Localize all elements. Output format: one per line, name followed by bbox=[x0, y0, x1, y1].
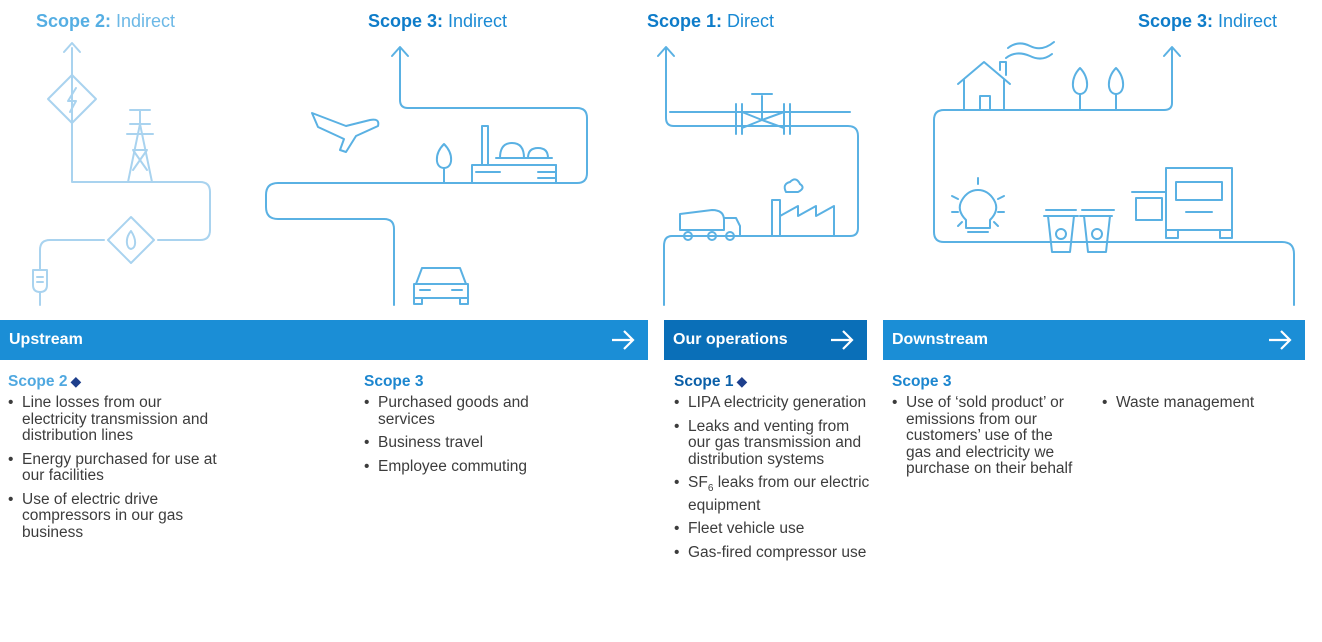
sf6-subscript: 6 bbox=[707, 483, 714, 495]
scope-type: Indirect bbox=[111, 11, 176, 31]
upstream-label: Upstream bbox=[9, 331, 83, 348]
car-icon bbox=[413, 267, 469, 305]
scope-3-indirect-upstream-heading: Scope 3: Indirect bbox=[368, 11, 507, 32]
tree-icon bbox=[435, 143, 453, 184]
scope-label: Scope 2: bbox=[36, 11, 112, 31]
our-operations-label: Our operations bbox=[673, 331, 788, 348]
scope-label: Scope 3: bbox=[1138, 11, 1214, 31]
house-icon bbox=[957, 41, 1055, 111]
scope-1-flow-lines bbox=[657, 46, 859, 306]
upstream-scope-3-list: Scope 3 Purchased goods and services Bus… bbox=[364, 373, 544, 482]
scope-label: Scope 1: bbox=[647, 11, 723, 31]
arrow-right-icon bbox=[1269, 330, 1292, 350]
list-item: Energy purchased for use at our faciliti… bbox=[8, 451, 218, 485]
cement-truck-icon bbox=[679, 209, 741, 241]
list-item: LIPA electricity generation bbox=[674, 394, 874, 412]
our-operations-bar: Our operations bbox=[664, 320, 867, 360]
operations-scope-1-list: Scope 1◆ LIPA electricity generation Lea… bbox=[674, 373, 874, 568]
transmission-tower-icon bbox=[126, 109, 154, 183]
emissions-flow-illustration bbox=[32, 41, 1295, 306]
scope-2-indirect-heading: Scope 2: Indirect bbox=[36, 11, 175, 32]
scope-type: Indirect bbox=[1213, 11, 1278, 31]
diamond-icon: ◆ bbox=[736, 373, 748, 389]
pipeline-valve-icon bbox=[669, 93, 851, 135]
list-item: Leaks and venting from our gas transmiss… bbox=[674, 418, 874, 469]
column-heading: Scope 2◆ bbox=[8, 373, 82, 390]
factory-icon bbox=[471, 125, 557, 184]
scope-type: Direct bbox=[722, 11, 775, 31]
column-heading: Scope 3 bbox=[364, 373, 424, 390]
column-heading: Scope 1◆ bbox=[674, 373, 748, 390]
plug-icon bbox=[32, 269, 48, 306]
truck-icon bbox=[1131, 167, 1233, 239]
airplane-icon bbox=[311, 112, 380, 153]
column-heading: Scope 3 bbox=[892, 373, 952, 390]
scope-label: Scope 3: bbox=[368, 11, 444, 31]
downstream-label: Downstream bbox=[892, 331, 989, 348]
sf6-symbol: SF bbox=[688, 474, 708, 491]
electricity-sign-icon bbox=[47, 74, 97, 124]
list-item: Employee commuting bbox=[364, 458, 544, 476]
scope-3-downstream-flow-lines bbox=[933, 46, 1295, 306]
arrow-right-icon bbox=[612, 330, 635, 350]
gas-flame-sign-icon bbox=[107, 216, 155, 264]
list-item: Line losses from our electricity transmi… bbox=[8, 394, 218, 445]
lightbulb-icon bbox=[951, 177, 1005, 233]
list-item: Use of electric drive compressors in our… bbox=[8, 491, 218, 542]
scope-type: Indirect bbox=[443, 11, 508, 31]
downstream-scope-3-list: Scope 3 Use of ‘sold product’ or emissio… bbox=[892, 373, 1312, 485]
scope-2-flow-lines bbox=[39, 42, 211, 271]
list-item: Fleet vehicle use bbox=[674, 521, 874, 538]
scope-3-indirect-downstream-heading: Scope 3: Indirect bbox=[1138, 11, 1277, 32]
diamond-icon: ◆ bbox=[70, 373, 82, 389]
scope-1-direct-heading: Scope 1: Direct bbox=[647, 11, 774, 32]
list-item: Use of ‘sold product’ or emissions from … bbox=[892, 394, 1078, 478]
list-item: Gas-fired compressor use bbox=[674, 544, 874, 562]
tree-icon bbox=[1071, 67, 1125, 111]
arrow-right-icon bbox=[831, 330, 854, 350]
list-item: Waste management bbox=[1102, 394, 1306, 478]
downstream-bar: Downstream bbox=[883, 320, 1305, 360]
power-plant-icon bbox=[771, 178, 835, 237]
list-item: Purchased goods and services bbox=[364, 394, 544, 428]
upstream-scope-2-list: Scope 2◆ Line losses from our electricit… bbox=[8, 373, 218, 548]
recycle-bin-icon bbox=[1043, 209, 1115, 253]
list-item-sf6: SF6 leaks from our electric equipment bbox=[674, 474, 874, 514]
sf6-text: leaks from our electric equipment bbox=[688, 474, 870, 514]
list-item: Business travel bbox=[364, 434, 544, 452]
scope-3-upstream-flow-lines bbox=[265, 46, 588, 306]
upstream-bar: Upstream bbox=[0, 320, 648, 360]
